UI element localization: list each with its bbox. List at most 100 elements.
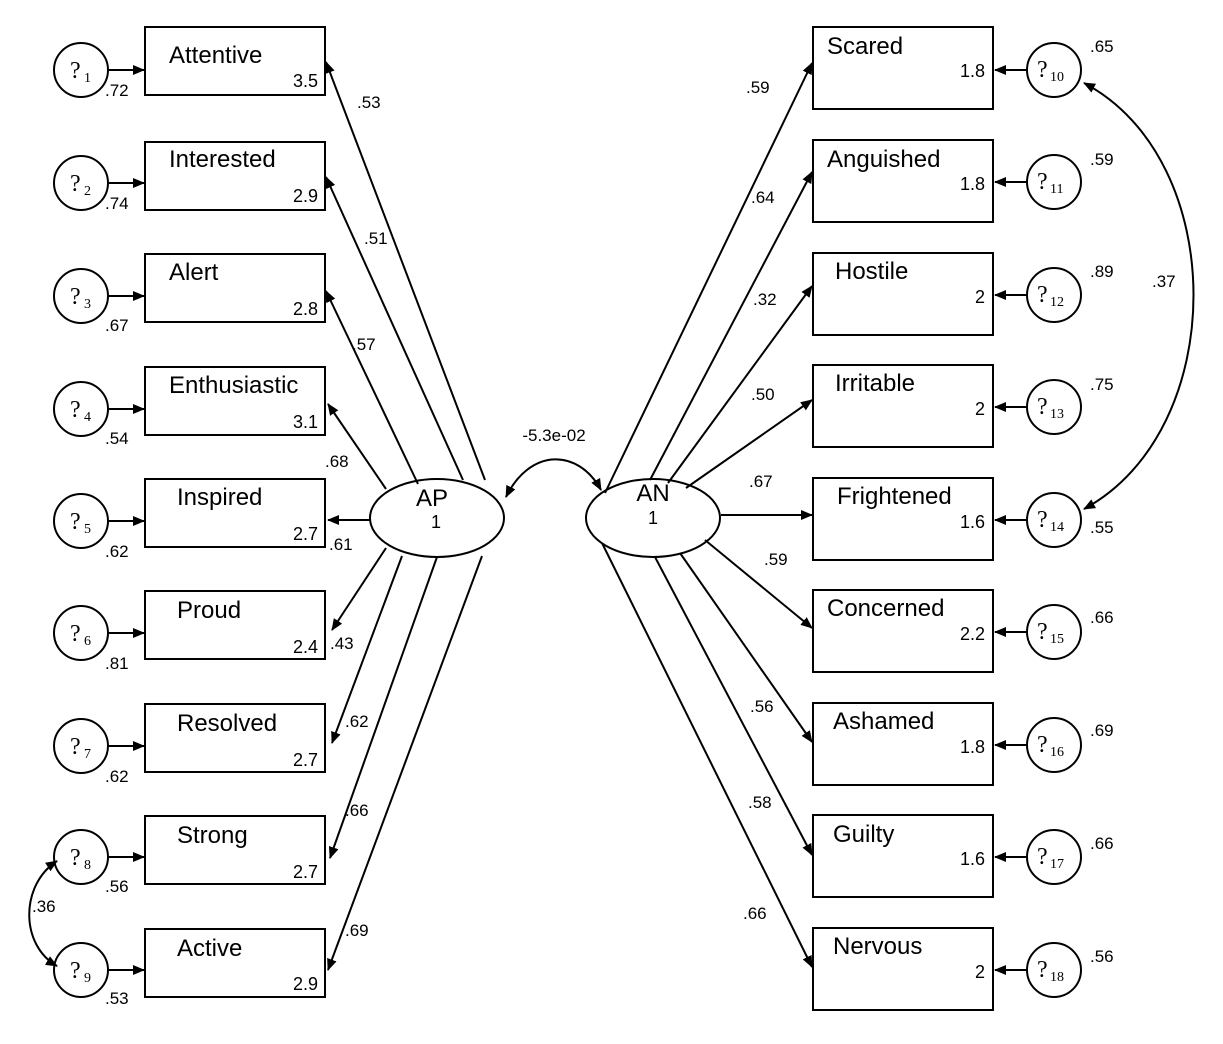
- error-symbol: ?: [1037, 169, 1048, 195]
- error-variance: .55: [1090, 518, 1114, 537]
- item-box: [144, 928, 326, 998]
- left-item-inspired: .61 Inspired 2.7 ? 5 .62: [53, 478, 370, 561]
- error-covariance-arrow: [1083, 82, 1195, 510]
- loading-arrow: [325, 61, 486, 481]
- error-symbol: ?: [1037, 57, 1048, 83]
- loading-arrow: [331, 555, 403, 744]
- latent-covariance-arrow: [505, 458, 602, 498]
- item-label: Concerned: [827, 595, 944, 622]
- left-item-resolved: .62 Resolved 2.7 ? 7 .62: [53, 555, 403, 786]
- left-item-interested: .51 Interested 2.9 ? 2 .74: [53, 141, 464, 481]
- loading-arrow: [679, 552, 813, 743]
- item-box: [144, 703, 326, 773]
- loading-value: .68: [325, 452, 349, 471]
- error-covariance-value: .37: [1152, 272, 1176, 291]
- item-mean: 2.4: [293, 637, 318, 657]
- right-item-hostile: .32 Hostile 2 ? 12 .89: [667, 252, 1114, 484]
- item-box: [812, 702, 994, 786]
- item-label: Scared: [827, 33, 903, 60]
- latent-ap: AP 1: [369, 478, 505, 558]
- item-box: [812, 814, 994, 898]
- item-box: [144, 590, 326, 660]
- error-index: 2: [84, 184, 91, 199]
- error-variance: .53: [105, 989, 129, 1008]
- error-index: 13: [1050, 407, 1064, 422]
- item-label: Strong: [177, 822, 248, 849]
- loading-arrow: [654, 556, 813, 856]
- error-index: 17: [1050, 857, 1064, 872]
- item-mean: 1.6: [960, 849, 985, 869]
- latent-ap-name: AP: [416, 485, 448, 512]
- right-item-frightened: .67 Frightened 1.6 ? 14 .55: [721, 472, 1114, 561]
- item-label: Alert: [169, 259, 219, 286]
- error-circle: [53, 155, 109, 211]
- error-variance: .62: [105, 542, 129, 561]
- error-variance: .69: [1090, 721, 1114, 740]
- loading-value: .66: [345, 801, 369, 820]
- item-label: Inspired: [177, 484, 262, 511]
- error-variance: .66: [1090, 834, 1114, 853]
- loading-arrow: [649, 171, 813, 481]
- left-item-strong: .66 Strong 2.7 ? 8 .56: [53, 556, 438, 896]
- loading-arrow: [325, 176, 464, 481]
- loading-value: .51: [364, 229, 388, 248]
- item-mean: 3.1: [293, 412, 318, 432]
- item-label: Anguished: [827, 146, 940, 173]
- error-circle: [53, 493, 109, 549]
- error-symbol: ?: [70, 171, 81, 197]
- loading-value: .56: [750, 697, 774, 716]
- error-index: 8: [84, 858, 91, 873]
- error-variance: .54: [105, 429, 129, 448]
- item-mean: 2.9: [293, 186, 318, 206]
- loading-value: .57: [352, 335, 376, 354]
- error-index: 3: [84, 297, 91, 312]
- left-item-proud: .43 Proud 2.4 ? 6 .81: [53, 547, 387, 673]
- error-covariance-arrow: [28, 860, 58, 967]
- error-variance: .59: [1090, 150, 1114, 169]
- item-mean: 2: [975, 399, 985, 419]
- item-mean: 2.2: [960, 624, 985, 644]
- error-circle: [53, 718, 109, 774]
- right-item-irritable: .50 Irritable 2 ? 13 .75: [685, 364, 1114, 489]
- error-variance: .75: [1090, 375, 1114, 394]
- loading-arrow: [331, 547, 387, 631]
- error-symbol: ?: [1037, 619, 1048, 645]
- loading-value: .62: [345, 712, 369, 731]
- loading-value: .64: [751, 188, 775, 207]
- loading-value: .32: [753, 290, 777, 309]
- item-label: Attentive: [169, 42, 262, 69]
- error-index: 6: [84, 634, 91, 649]
- item-mean: 2.7: [293, 862, 318, 882]
- right-item-ashamed: .56 Ashamed 1.8 ? 16 .69: [679, 552, 1114, 786]
- error-covariance-8-9: .36: [28, 860, 58, 967]
- error-circle: [53, 381, 109, 437]
- error-variance: .89: [1090, 262, 1114, 281]
- error-circle: [53, 605, 109, 661]
- error-variance: .62: [105, 767, 129, 786]
- item-label: Nervous: [833, 933, 922, 960]
- error-variance: .66: [1090, 608, 1114, 627]
- latent-an-name: AN: [636, 480, 669, 507]
- error-symbol: ?: [1037, 282, 1048, 308]
- loading-arrow: [601, 542, 813, 968]
- item-box: [144, 253, 326, 323]
- loading-value: .59: [746, 78, 770, 97]
- error-variance: .81: [105, 654, 129, 673]
- error-circle: [53, 942, 109, 998]
- right-item-scared: .59 Scared 1.8 ? 10 .65: [604, 26, 1114, 494]
- error-variance: .67: [105, 316, 129, 335]
- item-box: [144, 815, 326, 885]
- latent-covariance: -5.3e-02: [505, 426, 602, 498]
- error-symbol: ?: [1037, 732, 1048, 758]
- error-covariance-value: .36: [32, 897, 56, 916]
- latent-an: AN 1: [585, 478, 721, 558]
- error-symbol: ?: [70, 509, 81, 535]
- error-index: 12: [1050, 295, 1064, 310]
- item-box: [812, 364, 994, 448]
- item-mean: 2.8: [293, 299, 318, 319]
- item-box: [812, 477, 994, 561]
- latent-covariance-label: -5.3e-02: [522, 426, 585, 445]
- right-item-nervous: .66 Nervous 2 ? 18 .56: [601, 542, 1114, 1011]
- left-item-enthusiastic: .68 Enthusiastic 3.1 ? 4 .54: [53, 366, 387, 490]
- error-variance: .65: [1090, 37, 1114, 56]
